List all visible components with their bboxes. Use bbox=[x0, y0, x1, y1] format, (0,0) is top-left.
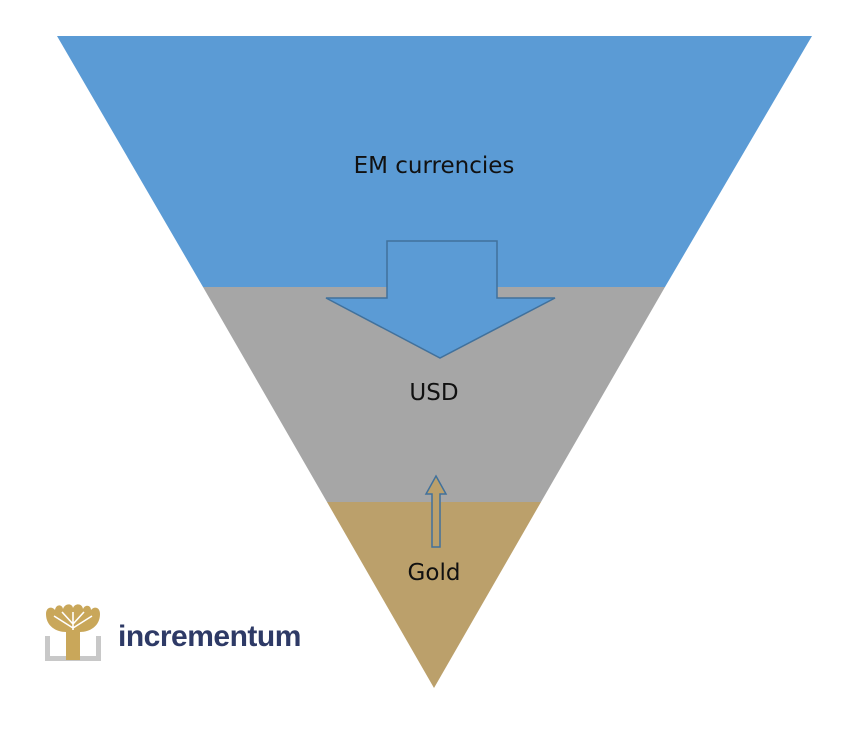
layer-em-currencies bbox=[57, 36, 812, 287]
label-gold: Gold bbox=[408, 560, 461, 586]
label-usd: USD bbox=[409, 380, 458, 406]
layer-gold bbox=[327, 502, 541, 688]
down-arrow-icon bbox=[325, 240, 556, 359]
logo-trunk bbox=[66, 626, 80, 660]
up-arrow-icon bbox=[424, 474, 448, 548]
brand-logo: incrementum bbox=[45, 604, 301, 661]
layer-usd bbox=[203, 287, 665, 502]
label-em-currencies: EM currencies bbox=[354, 153, 515, 179]
brand-name: incrementum bbox=[118, 620, 301, 653]
tree-icon bbox=[45, 604, 101, 661]
logo-branches bbox=[53, 611, 93, 630]
